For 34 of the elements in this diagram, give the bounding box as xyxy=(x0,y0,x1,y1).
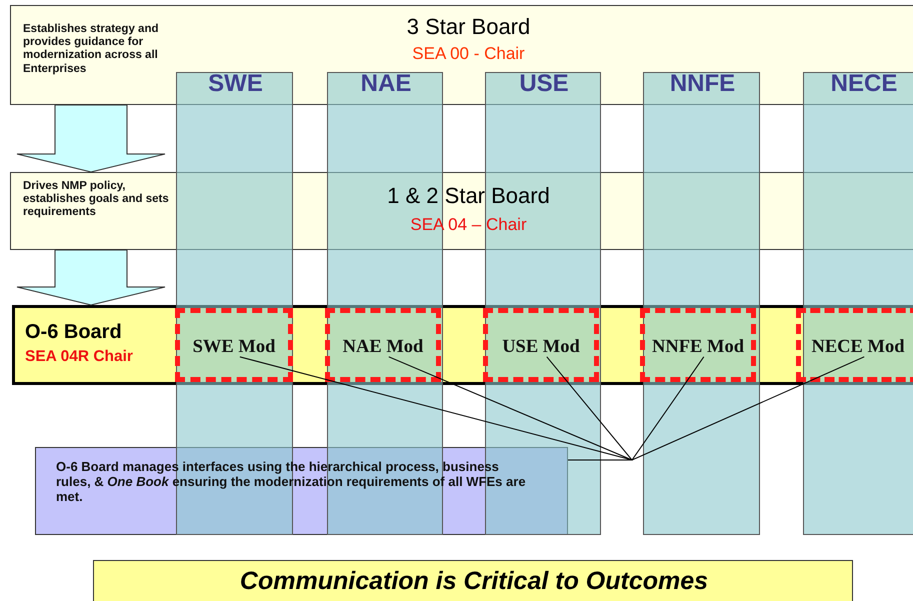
module-box xyxy=(640,308,756,382)
block-arrow xyxy=(16,104,166,173)
column-header: NAE xyxy=(360,70,412,98)
banner-box xyxy=(93,560,853,601)
module-label: NAE Mod xyxy=(342,337,424,358)
leader-line xyxy=(546,356,634,460)
module-box xyxy=(325,308,441,382)
column-header: USE xyxy=(518,70,570,98)
leader-line xyxy=(388,356,632,460)
board-title: 3 Star Board xyxy=(406,14,532,40)
description-text: Drives NMP policy, establishes goals and sets requirements xyxy=(23,180,170,220)
column-header: NNFE xyxy=(668,70,736,98)
board-band xyxy=(12,305,913,385)
module-label: NECE Mod xyxy=(810,337,906,358)
callout-box xyxy=(35,447,568,535)
board-title: O-6 Board xyxy=(25,321,123,344)
module-label: USE Mod xyxy=(501,337,581,358)
board-band xyxy=(10,172,913,250)
column-header: SWE xyxy=(207,70,264,98)
module-box xyxy=(175,308,293,382)
board-band xyxy=(10,5,913,105)
module-box xyxy=(483,308,599,382)
module-box xyxy=(796,308,913,382)
module-label: SWE Mod xyxy=(192,337,276,358)
enterprise-column xyxy=(643,72,760,535)
block-arrow xyxy=(16,250,166,306)
module-label: NNFE Mod xyxy=(651,337,745,358)
board-title: 1 & 2 Star Board xyxy=(386,183,551,208)
chair-text: SEA 00 - Chair xyxy=(411,44,526,64)
enterprise-column xyxy=(803,72,913,535)
slogan-text: Communication is Critical to Outcomes xyxy=(238,567,710,596)
chair-text: SEA 04R Chair xyxy=(25,348,134,366)
description-text: Establishes strategy and provides guidance for modernization across all Enterprises xyxy=(23,23,160,76)
column-header: NECE xyxy=(830,70,898,98)
